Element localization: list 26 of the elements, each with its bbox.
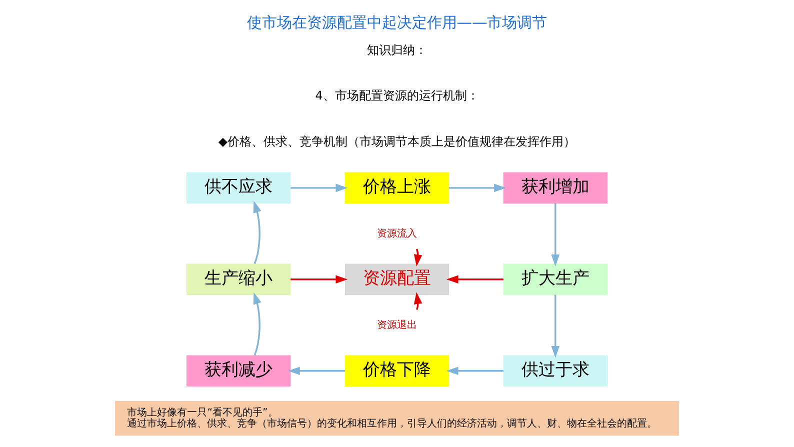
node-box: 市场上好像有一只“看不见的手”。 通过市场上价格、供求、竞争（市场信号）的变化和相互作用，引导人们的经济活动，调节人、财、物在全社会的配置。 — [114, 400, 680, 436]
node-box: 价格下降 — [344, 355, 450, 387]
node-box: 供过于求 — [503, 355, 608, 387]
arrow — [551, 203, 560, 266]
arrow — [253, 200, 262, 264]
arrow — [288, 366, 346, 376]
node-box: 获利增加 — [503, 172, 608, 204]
arrow — [253, 292, 262, 356]
node-text: 资源退出 — [377, 320, 417, 331]
arrow — [448, 184, 506, 192]
node-box: 资源配置 — [344, 264, 450, 296]
arrow — [551, 294, 560, 358]
label: 4、市场配置资源的运行机制： — [315, 88, 479, 103]
label: ◆价格、供求、竞争机制（市场调节本质上是价值规律在发挥作用） — [218, 134, 576, 148]
arrow — [446, 366, 504, 376]
node-box: 生产缩小 — [186, 264, 291, 296]
arrow — [446, 275, 504, 284]
diagram-title: 使市场在资源配置中起决定作用——市场调节 — [246, 13, 548, 32]
node-box: 获利减少 — [186, 355, 291, 387]
label: 知识归纳： — [367, 42, 427, 57]
arrow — [290, 275, 348, 284]
node-box: 供不应求 — [186, 172, 291, 204]
node-box: 扩大生产 — [503, 264, 608, 296]
node-box: 价格上涨 — [344, 172, 450, 204]
arrow — [290, 184, 348, 192]
node-text: 资源流入 — [377, 228, 417, 240]
